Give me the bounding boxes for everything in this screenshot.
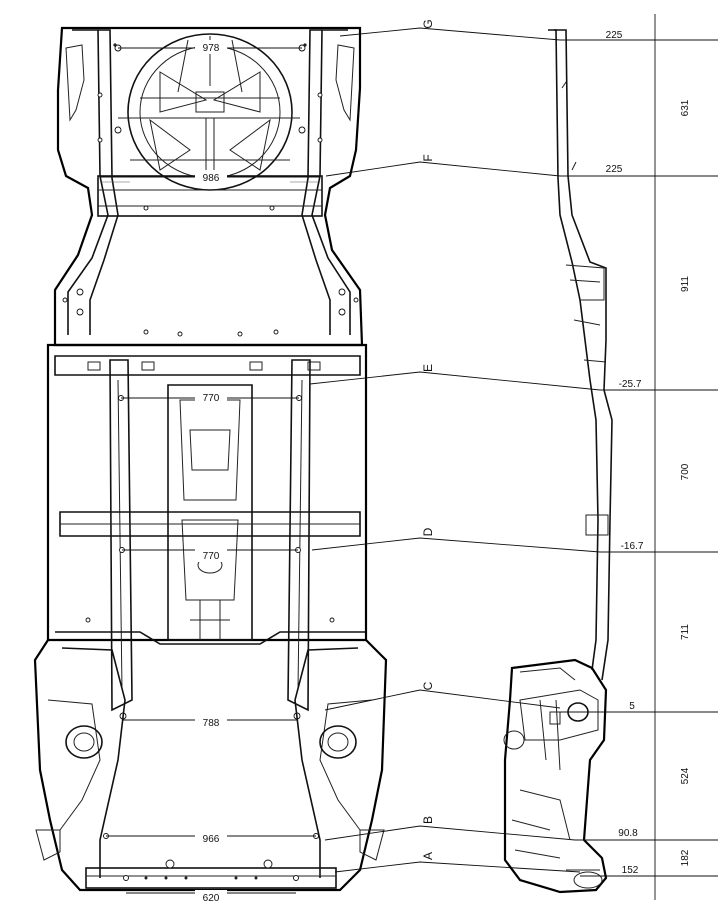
height-label-g: 225: [606, 30, 623, 41]
section-label-f: F: [421, 154, 435, 161]
section-label-a: A: [421, 852, 435, 860]
width-label-d: 770: [203, 551, 220, 562]
segment-length-labels: 631 911 700 711 524 182: [680, 99, 691, 866]
section-labels: G F E D C B A: [421, 19, 435, 860]
section-label-d: D: [421, 527, 435, 536]
height-label-b: 90.8: [618, 828, 638, 839]
segment-label-cb: 524: [680, 767, 691, 784]
width-label-e: 770: [203, 393, 220, 404]
height-label-f: 225: [606, 164, 623, 175]
width-label-b: 966: [203, 834, 220, 845]
segment-label-dc: 711: [680, 624, 691, 640]
segment-label-ba: 182: [680, 849, 691, 866]
segment-label-fe: 911: [680, 276, 691, 292]
height-label-a: 152: [622, 865, 639, 876]
height-label-e: -25.7: [619, 379, 642, 390]
width-label-f: 986: [203, 173, 220, 184]
segment-label-ed: 700: [680, 463, 691, 480]
width-dimension-labels: 978 986 770 770 788 966 620: [195, 40, 227, 904]
height-label-c: 5: [629, 701, 635, 712]
width-label-c: 788: [203, 718, 220, 729]
height-reference-lines: [560, 14, 718, 900]
width-label-a: 620: [203, 893, 220, 904]
plan-view: [33, 26, 388, 892]
segment-label-gf: 631: [680, 99, 691, 116]
height-label-d: -16.7: [621, 541, 644, 552]
section-label-g: G: [421, 19, 435, 28]
height-offset-labels: 225 225 -25.7 -16.7 5 90.8 152: [606, 30, 644, 876]
section-label-b: B: [421, 816, 435, 824]
side-view: [503, 29, 613, 894]
section-label-e: E: [421, 364, 435, 372]
section-leaders: [309, 27, 601, 873]
section-label-c: C: [421, 681, 435, 690]
width-label-g: 978: [203, 43, 220, 54]
